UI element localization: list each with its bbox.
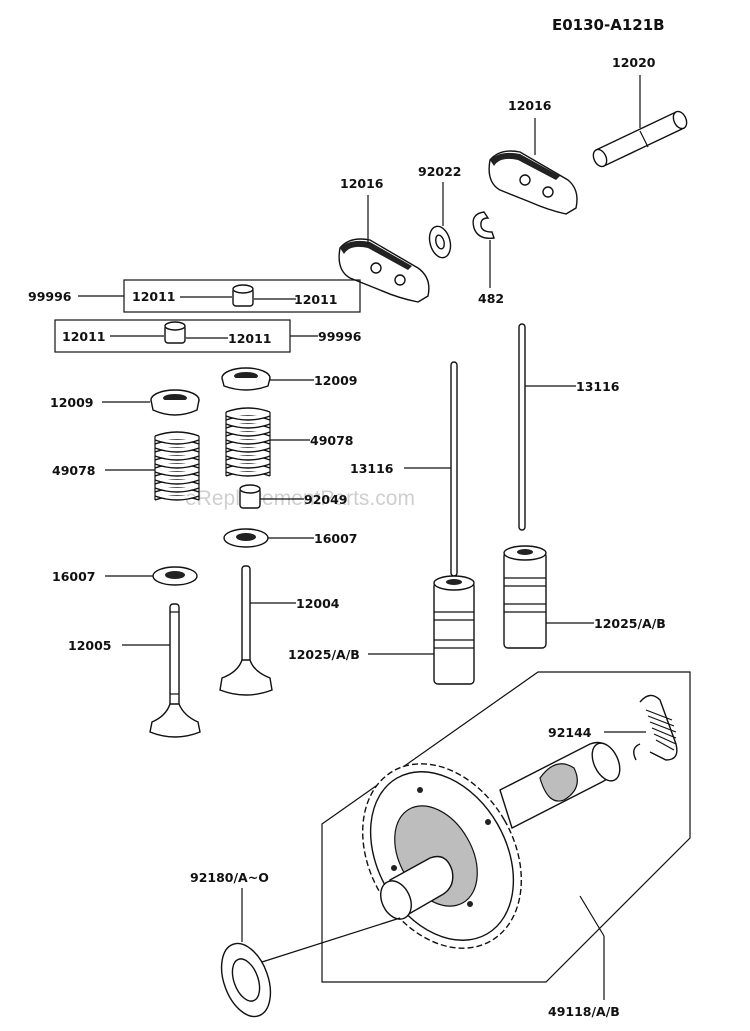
- label-12011-a: 12011: [132, 289, 176, 304]
- camshaft-gear: [361, 763, 523, 949]
- spring-retainer-right: [221, 367, 271, 391]
- valve-spring-left: [154, 431, 200, 501]
- washer-92180: [220, 942, 272, 1018]
- label-482: 482: [478, 291, 504, 306]
- camshaft-box: [321, 671, 691, 983]
- push-rod-right: [518, 323, 526, 531]
- label-12011-b: 12011: [294, 292, 338, 307]
- adjuster-nut-top: [232, 284, 254, 307]
- label-12009-left: 12009: [50, 395, 94, 410]
- camshaft-shaft: [380, 741, 621, 920]
- label-92144: 92144: [548, 725, 592, 740]
- rocker-shaft: [592, 110, 688, 168]
- leader-92180-shaft: [261, 917, 401, 963]
- valve-seal-92049: [239, 484, 261, 509]
- label-12016-left: 12016: [340, 176, 384, 191]
- label-92049: 92049: [304, 492, 348, 507]
- label-13116-right: 13116: [576, 379, 620, 394]
- label-16007-left: 16007: [52, 569, 96, 584]
- label-12016-right: 12016: [508, 98, 552, 113]
- circlip-482: [472, 211, 495, 239]
- spring-seat-left: [152, 566, 198, 586]
- label-12020: 12020: [612, 55, 656, 70]
- valve-12004: [219, 565, 273, 696]
- rocker-arm-right: [488, 150, 578, 215]
- label-49078-right: 49078: [310, 433, 354, 448]
- label-99996-bottom: 99996: [318, 329, 362, 344]
- valve-12005: [149, 603, 201, 738]
- label-16007-right: 16007: [314, 531, 358, 546]
- label-49078-left: 49078: [52, 463, 96, 478]
- push-rod-left: [450, 361, 458, 577]
- label-12005: 12005: [68, 638, 112, 653]
- tappet-left: [433, 575, 475, 685]
- label-92022: 92022: [418, 164, 462, 179]
- label-12011-d: 12011: [228, 331, 272, 346]
- rocker-arm-left: [338, 238, 430, 303]
- label-92180: 92180/A~O: [190, 870, 269, 885]
- label-12011-c: 12011: [62, 329, 106, 344]
- label-12004: 12004: [296, 596, 340, 611]
- label-99996-top: 99996: [28, 289, 72, 304]
- leader-49118-tick: [579, 895, 605, 937]
- label-12025-left: 12025/A/B: [288, 647, 360, 662]
- tappet-right: [503, 545, 547, 649]
- valve-spring-right: [225, 407, 271, 477]
- adjuster-nut-bottom: [164, 321, 186, 344]
- washer-92022: [428, 225, 452, 259]
- spring-92144: [633, 694, 678, 761]
- spring-seat-right: [223, 528, 269, 548]
- label-12025-right: 12025/A/B: [594, 616, 666, 631]
- diagram-code: E0130-A121B: [552, 16, 665, 34]
- label-13116-left: 13116: [350, 461, 394, 476]
- label-49118: 49118/A/B: [548, 1004, 620, 1019]
- spring-retainer-left: [150, 389, 200, 416]
- label-12009-right: 12009: [314, 373, 358, 388]
